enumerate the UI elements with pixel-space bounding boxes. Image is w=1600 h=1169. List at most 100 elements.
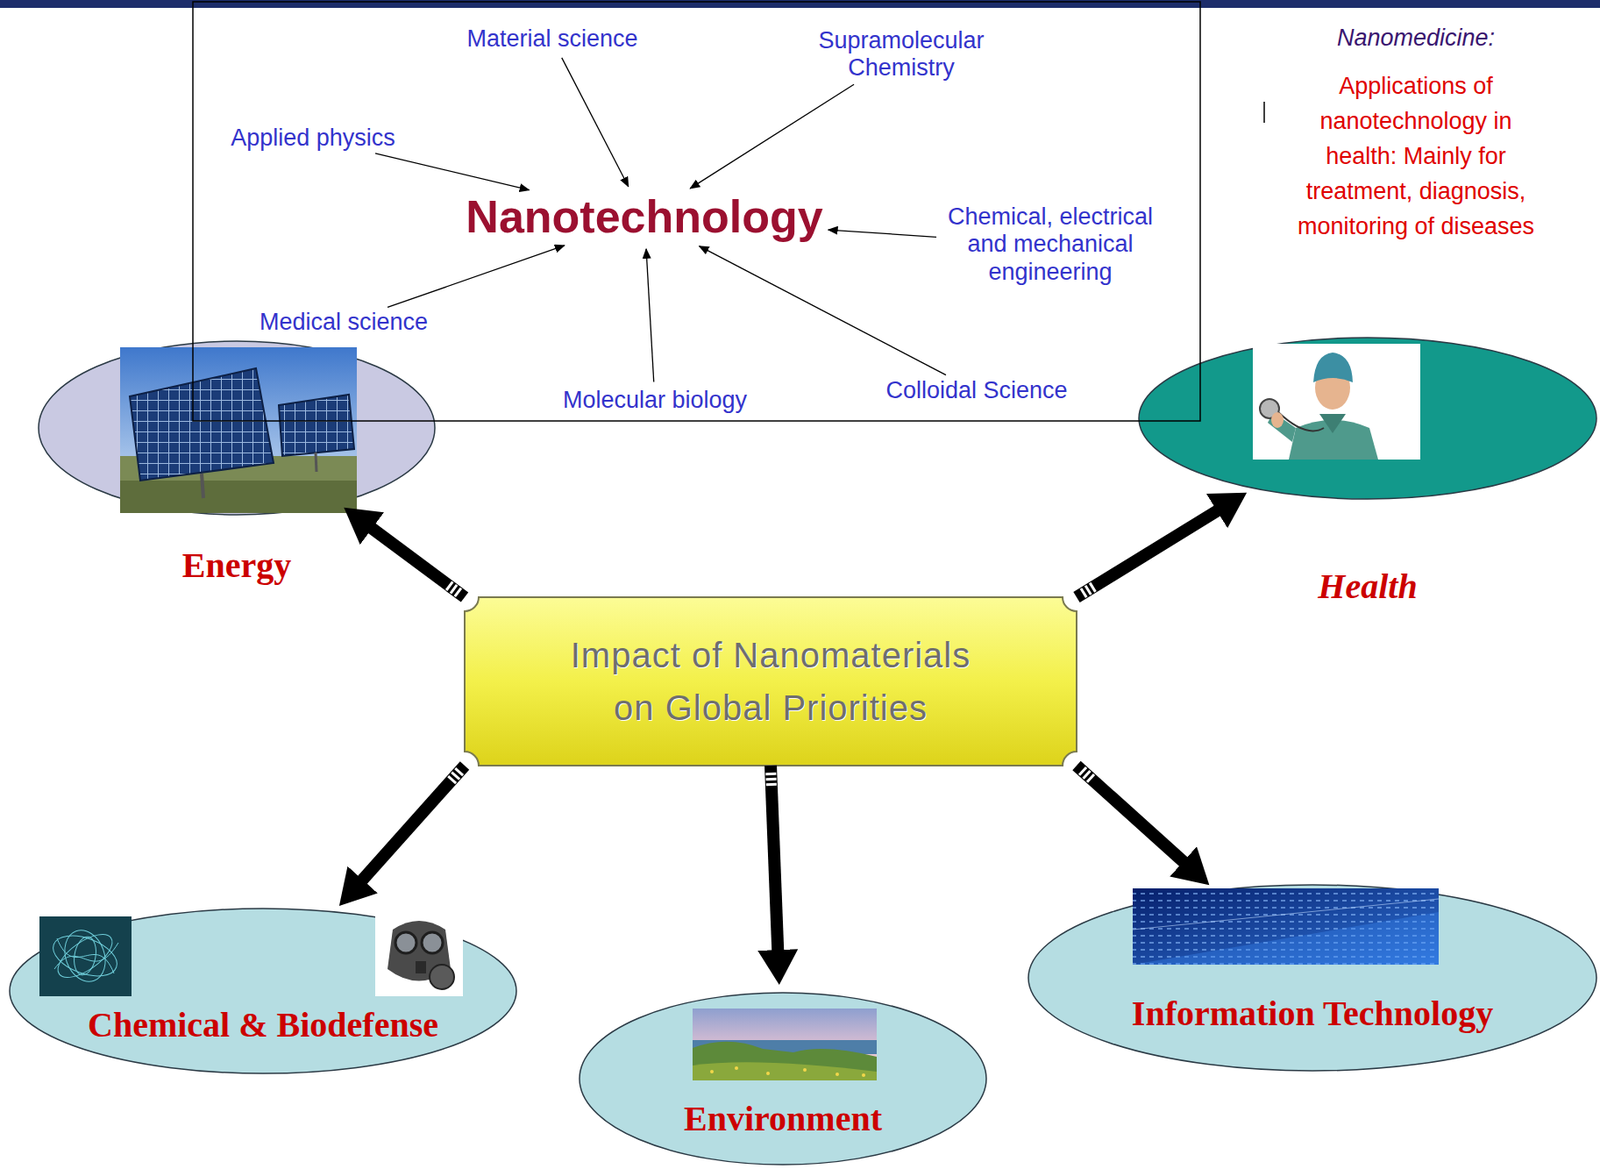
gas-mask-image <box>375 913 463 996</box>
block-arrow <box>770 765 778 952</box>
arrow-stripes <box>1081 769 1093 780</box>
solar-panel-photo <box>129 368 274 481</box>
impact-banner: Impact of Nanomaterials on Global Priori… <box>464 597 1077 766</box>
note-heading: Nanomedicine: <box>1287 22 1544 53</box>
field-label: Molecular biology <box>562 386 747 414</box>
doctor-photo <box>1278 412 1324 431</box>
landscape-photo <box>835 1072 840 1076</box>
node-text: Nanotechnology <box>465 191 823 244</box>
ellipse-outline <box>1027 883 1598 1072</box>
digital-data-image <box>1132 898 1439 930</box>
arrow-stripes <box>450 770 461 782</box>
field-label: Applied physics <box>230 124 396 152</box>
doctor-photo <box>1252 343 1421 460</box>
ellipse-outline <box>1028 884 1597 1071</box>
node-text: Material science <box>466 25 638 53</box>
priority-ellipse: Environment <box>578 991 988 1166</box>
solar-panel-photo <box>278 394 355 456</box>
node-text: Energy <box>37 545 436 586</box>
landscape-photo <box>710 1069 714 1074</box>
field-label: Medical science <box>259 308 428 336</box>
field-label: Colloidal Science <box>885 376 1067 405</box>
field-label: Material science <box>466 25 638 53</box>
landscape-photo <box>803 1067 807 1072</box>
doctor-photo <box>1271 412 1284 428</box>
note-text: Applications of nanotechnology in health… <box>1287 68 1544 244</box>
ellipse-outline <box>579 992 987 1165</box>
solar-panel-photo <box>201 473 204 498</box>
note-heading-box: Nanomedicine: <box>1287 22 1544 53</box>
priority-ellipse: Chemical & Biodefense <box>8 907 518 1074</box>
doctor-photo <box>1252 343 1421 460</box>
gas-mask-image <box>415 960 427 974</box>
doctor-photo <box>1319 413 1346 434</box>
note-text-box: Applications of nanotechnology in health… <box>1287 68 1544 244</box>
doctor-photo <box>1313 352 1353 383</box>
block-arrow <box>1076 765 1185 863</box>
gas-mask-image <box>395 931 417 953</box>
molecule-image <box>39 916 132 996</box>
priority-ellipse: Energy <box>37 340 436 546</box>
node-text: Medical science <box>259 308 428 336</box>
node-text: Chemical, electrical and mechanical engi… <box>941 203 1160 285</box>
ellipse-outline <box>1138 337 1597 499</box>
landscape-photo <box>692 1008 877 1081</box>
priority-ellipse: Information Technology <box>1027 883 1598 1072</box>
node-text: Applied physics <box>230 124 396 152</box>
arrow-line <box>387 245 565 308</box>
solar-panel-photo <box>315 452 317 472</box>
ellipse-outline <box>578 991 988 1166</box>
arrow-line <box>699 246 946 376</box>
block-arrow <box>361 765 465 882</box>
ellipse-outline <box>8 907 518 1074</box>
molecule-image <box>47 927 122 984</box>
molecule-image <box>50 925 119 986</box>
ellipse-outline <box>1137 336 1598 500</box>
molecule-image <box>39 916 132 996</box>
landscape-photo <box>692 1041 877 1081</box>
node-text: Colloidal Science <box>885 376 1067 405</box>
ellipse-outline <box>9 908 517 1074</box>
solar-panel-photo <box>120 347 357 513</box>
landscape-photo <box>861 1073 866 1077</box>
node-text: Chemical & Biodefense <box>8 1004 518 1046</box>
gas-mask-image <box>429 964 455 989</box>
node-text: Information Technology <box>1027 993 1598 1034</box>
central-term: Nanotechnology <box>465 191 823 244</box>
field-label: Supramolecular Chemistry <box>811 27 992 82</box>
field-label: Chemical, electrical and mechanical engi… <box>941 203 1160 285</box>
molecule-image <box>56 938 114 974</box>
node-text: Impact of Nanomaterials on Global Priori… <box>560 628 982 734</box>
ellipse-outline <box>37 340 436 516</box>
digital-data-image <box>1132 911 1439 965</box>
arrow-line <box>561 57 629 187</box>
landscape-photo <box>692 1008 877 1081</box>
digital-data-image <box>1132 888 1439 965</box>
node-text: Molecular biology <box>562 386 747 414</box>
banner-outline <box>464 597 1077 766</box>
gas-mask-image <box>421 931 443 953</box>
landscape-photo <box>692 1061 877 1081</box>
arrow-stripes <box>448 584 460 594</box>
field-frame <box>192 1 1201 421</box>
molecule-image <box>54 942 119 969</box>
text-cursor-mark <box>1263 101 1266 123</box>
arrow-stripes <box>765 772 777 787</box>
banner-outline <box>464 597 1077 766</box>
arrow-line <box>828 229 937 237</box>
ellipse-outline <box>38 341 435 515</box>
node-text: Supramolecular Chemistry <box>811 27 992 82</box>
landscape-photo <box>734 1066 739 1070</box>
doctor-photo <box>1267 412 1296 442</box>
block-arrow <box>1076 510 1219 598</box>
landscape-photo <box>710 1066 866 1077</box>
landscape-photo <box>766 1071 770 1075</box>
arrow-stripes <box>1082 585 1096 593</box>
gas-mask-image <box>375 913 463 996</box>
digital-data-image <box>1132 888 1439 965</box>
digital-data-image <box>1132 888 1439 965</box>
solar-panel-photo <box>120 480 357 513</box>
priority-ellipse: Health <box>1137 336 1598 567</box>
node-text: Health <box>1137 566 1598 607</box>
